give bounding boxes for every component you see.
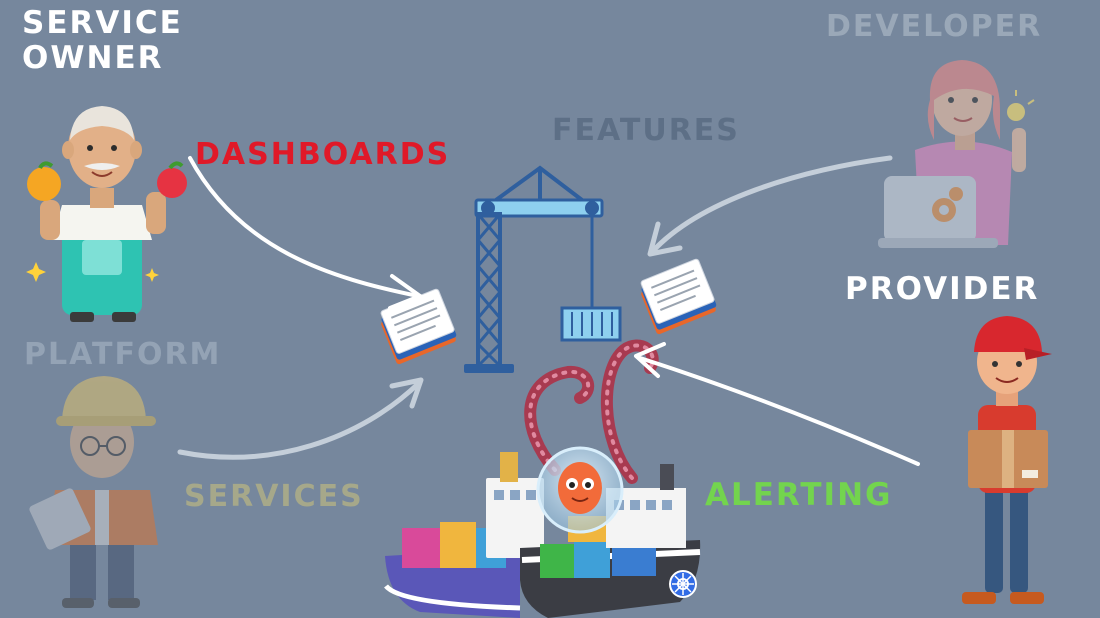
label-alerting: ALERTING xyxy=(705,477,893,513)
kubernetes-helm-icon xyxy=(669,570,697,598)
arrow-dashboards xyxy=(188,156,422,310)
label-provider: PROVIDER xyxy=(845,271,1040,307)
platform-engineer-figure xyxy=(29,376,158,608)
label-developer: DEVELOPER xyxy=(826,9,1043,44)
container-ship-icon xyxy=(384,452,701,618)
octopus-mascot-icon xyxy=(536,446,624,534)
label-services: SERVICES xyxy=(184,479,364,514)
arrow-services xyxy=(177,377,424,460)
label-service-owner: SERVICE OWNER xyxy=(22,5,183,76)
arrow-alerting xyxy=(634,342,920,466)
document-stack-icon xyxy=(640,258,717,335)
label-platform: PLATFORM xyxy=(24,337,222,372)
provider-figure xyxy=(962,316,1052,604)
developer-figure xyxy=(878,60,1035,248)
label-dashboards: DASHBOARDS xyxy=(195,137,451,172)
document-stack-icon xyxy=(380,288,457,365)
arrow-features xyxy=(647,155,893,257)
service-owner-figure xyxy=(26,106,187,322)
label-features: FEATURES xyxy=(552,113,740,148)
octopus-tentacle-icon xyxy=(524,365,595,476)
crane-icon xyxy=(464,165,622,373)
